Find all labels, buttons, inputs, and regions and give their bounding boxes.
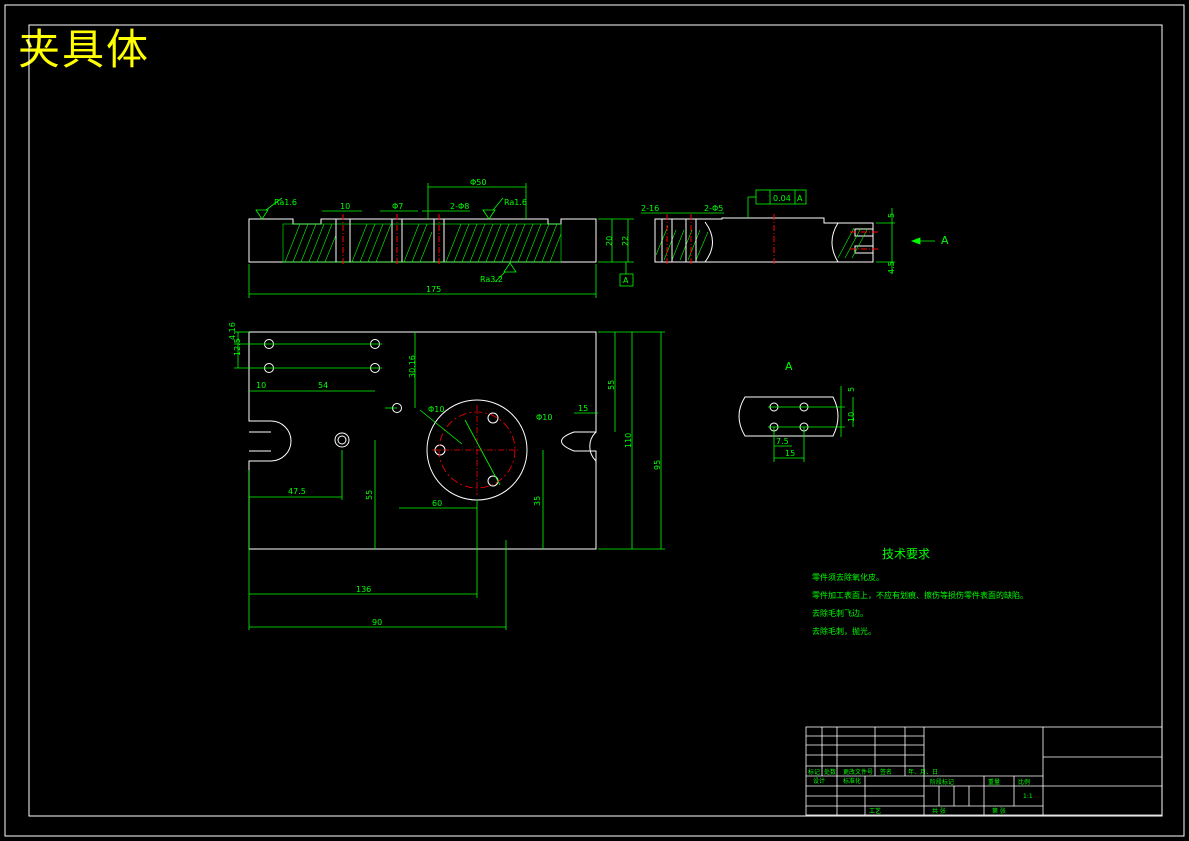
dim-55: 55 bbox=[607, 380, 616, 390]
tb-scale-value: 1:1 bbox=[1023, 793, 1033, 800]
dim-v-mid: 35 bbox=[533, 496, 542, 506]
top-view bbox=[248, 331, 597, 550]
front-view bbox=[248, 214, 597, 265]
tb-change: 更改文件号 bbox=[843, 768, 873, 776]
finish-left-label: Ra1.6 bbox=[274, 198, 297, 207]
tech-req-line-1: 零件须去除氧化皮。 bbox=[812, 573, 884, 582]
dim-60: 60 bbox=[432, 499, 442, 508]
view-a-dim-5: 5 bbox=[847, 387, 856, 392]
technical-requirements: 技术要求 零件须去除氧化皮。 零件加工表面上，不应有划痕、擦伤等损伤零件表面的缺… bbox=[812, 545, 1028, 644]
side-view-dimensions bbox=[641, 189, 935, 274]
front-view-labels: Ra1.6 Ra1.6 Ra3.2 Φ50 10 Φ7 2-Φ8 175 20 … bbox=[274, 178, 630, 294]
tb-scale: 比例 bbox=[1018, 778, 1030, 786]
tb-design: 设计 bbox=[813, 777, 825, 785]
tb-stage: 阶段标记 bbox=[930, 778, 954, 786]
tolerance-datum: A bbox=[797, 194, 803, 203]
dim-length: 175 bbox=[426, 285, 441, 294]
dim-side-left-2: 2-Φ5 bbox=[704, 204, 723, 213]
top-view-dimensions bbox=[234, 331, 665, 630]
dim-30: 30.16 bbox=[408, 355, 417, 378]
dim-top-1: 10 bbox=[340, 202, 350, 211]
dim-side-left-1: 2-16 bbox=[641, 204, 659, 213]
dim-height-2: 22 bbox=[621, 236, 630, 246]
finish-right-label: Ra1.6 bbox=[504, 198, 527, 207]
tb-sign: 签名 bbox=[880, 768, 892, 776]
tb-sheet-total: 共 张 bbox=[932, 807, 946, 815]
dim-12-5: 12.5 bbox=[233, 338, 242, 356]
dim-10: 10 bbox=[256, 381, 266, 390]
tech-req-title: 技术要求 bbox=[882, 547, 931, 561]
tb-mark: 标记 bbox=[808, 768, 820, 776]
view-a bbox=[738, 386, 854, 462]
title-block bbox=[805, 726, 1163, 816]
dim-15: 15 bbox=[578, 404, 588, 413]
side-view-labels: 2-16 2-Φ5 0.04 A 5 4.5 A bbox=[641, 194, 949, 274]
tb-count: 处数 bbox=[824, 768, 836, 776]
tb-date: 年、月、日 bbox=[908, 768, 938, 776]
dim-136: 136 bbox=[356, 585, 371, 594]
tolerance-value: 0.04 bbox=[773, 194, 791, 203]
drawing-title: 夹具体 bbox=[18, 25, 151, 74]
tech-req-line-4: 去除毛刺，抛光。 bbox=[812, 627, 876, 636]
view-a-dim-15: 15 bbox=[785, 449, 795, 458]
side-view bbox=[654, 214, 878, 265]
tb-process: 工艺 bbox=[869, 807, 881, 815]
view-a-dim-7: 7.5 bbox=[776, 437, 789, 446]
dim-bottom: 90 bbox=[372, 618, 382, 627]
view-a-label: A bbox=[785, 360, 793, 373]
dim-110: 110 bbox=[624, 433, 633, 448]
tb-sheet-num: 第 张 bbox=[992, 807, 1006, 815]
dim-top-2: Φ7 bbox=[392, 202, 403, 211]
dim-right-long: 95 bbox=[653, 460, 662, 470]
title-block-labels: 标记 处数 更改文件号 签名 年、月、日 设计 标准化 工艺 阶段标记 重量 比… bbox=[808, 768, 1033, 815]
dim-47-5: 47.5 bbox=[288, 487, 306, 496]
dim-phi-slot: Φ10 bbox=[536, 413, 552, 422]
tb-weight: 重量 bbox=[988, 778, 1000, 786]
dim-top-3: 2-Φ8 bbox=[450, 202, 469, 211]
dim-v-left: 55 bbox=[365, 490, 374, 500]
inner-border bbox=[28, 24, 1163, 817]
view-a-dim-10: 10 bbox=[847, 412, 856, 422]
view-arrow-a-label: A bbox=[941, 234, 949, 247]
dim-phi50: Φ50 bbox=[470, 178, 486, 187]
tb-standard: 标准化 bbox=[843, 777, 861, 785]
top-view-labels: 12.5 4.16 10 54 30.16 Φ10 Φ10 15 55 110 … bbox=[228, 322, 662, 627]
dim-side-right-2: 4.5 bbox=[887, 261, 896, 274]
dim-side-right-1: 5 bbox=[887, 213, 896, 218]
front-view-dimensions bbox=[248, 183, 634, 298]
outer-border bbox=[4, 4, 1185, 837]
dim-phi-center: Φ10 bbox=[428, 405, 444, 414]
tech-req-line-3: 去除毛刺飞边。 bbox=[812, 609, 868, 618]
dim-54: 54 bbox=[318, 381, 328, 390]
dim-height-1: 20 bbox=[605, 236, 614, 246]
tech-req-line-2: 零件加工表面上，不应有划痕、擦伤等损伤零件表面的缺陷。 bbox=[812, 591, 1028, 600]
finish-bottom-label: Ra3.2 bbox=[480, 275, 503, 284]
view-a-labels: A 5 10 7.5 15 bbox=[776, 360, 856, 458]
datum-a-label: A bbox=[623, 276, 629, 285]
dim-4-16: 4.16 bbox=[228, 322, 237, 340]
